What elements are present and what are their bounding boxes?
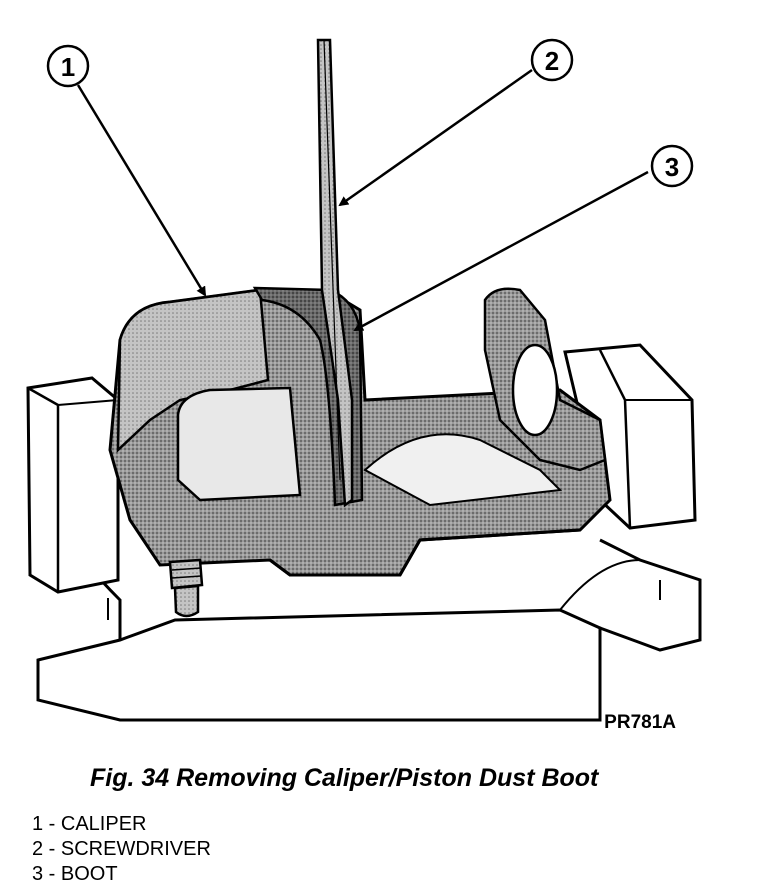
callout-2: 2	[530, 38, 574, 82]
callout-3: 3	[650, 144, 694, 188]
leader-line-screwdriver	[338, 68, 533, 207]
callout-1-number: 1	[61, 52, 75, 82]
callout-1: 1	[46, 44, 90, 88]
screwdriver	[316, 38, 354, 508]
bleeder-screw	[168, 558, 204, 618]
left-vise-jaw	[26, 376, 120, 594]
legend-item-boot: 3 - BOOT	[32, 863, 118, 885]
vise-base	[36, 504, 702, 722]
callout-2-number: 2	[545, 46, 559, 76]
legend-list: 1 - CALIPER 2 - SCREWDRIVER 3 - BOOT	[32, 812, 211, 887]
figure-code: PR781A	[604, 712, 676, 733]
caliper-illustration: 1 2 3 PR781A	[26, 38, 702, 733]
leader-line-boot	[353, 170, 649, 332]
caliper-body	[108, 286, 612, 577]
callout-3-number: 3	[665, 152, 679, 182]
figure-caption: Fig. 34 Removing Caliper/Piston Dust Boo…	[90, 764, 599, 792]
legend-item-caliper: 1 - CALIPER	[32, 813, 147, 835]
leader-line-caliper	[76, 84, 207, 297]
legend-item-screwdriver: 2 - SCREWDRIVER	[32, 838, 211, 860]
